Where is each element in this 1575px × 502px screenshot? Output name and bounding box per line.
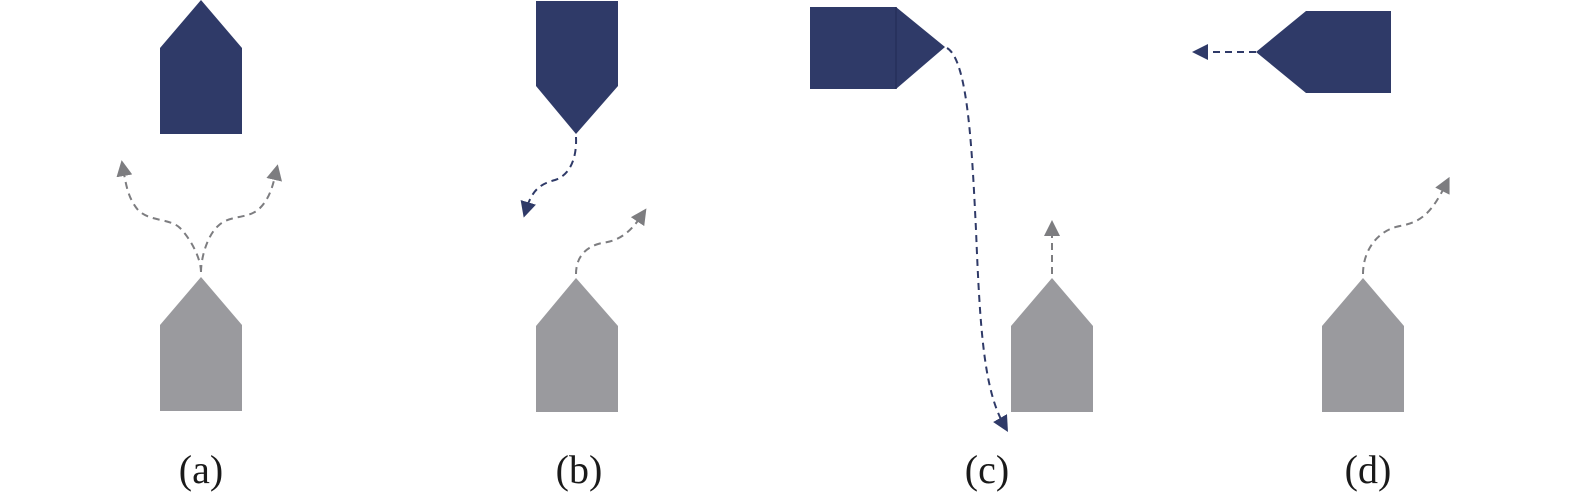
own-ship-path-d (1362, 176, 1450, 275)
own-ship-path-b (575, 208, 647, 275)
target-ship-b (536, 1, 618, 134)
panel-a: (a) (116, 0, 282, 492)
panel-b: (b) (520, 1, 647, 492)
panel-caption-d: (d) (1345, 447, 1392, 492)
panel-c: (c) (810, 7, 1093, 492)
target-ship-a (160, 0, 242, 134)
panel-caption-c: (c) (965, 447, 1009, 492)
target-ship-path-c (946, 47, 1008, 432)
target-ship-d (1256, 11, 1391, 93)
own-ship-path-left-a (116, 160, 202, 273)
panel-caption-a: (a) (179, 447, 223, 492)
own-ship-a (160, 277, 242, 411)
target-ship-path-b (520, 136, 578, 218)
target-ship-c (810, 7, 945, 89)
own-ship-c (1011, 278, 1093, 412)
own-ship-path-right-a (200, 164, 282, 273)
panel-d: (d) (1192, 11, 1450, 492)
panel-caption-b: (b) (556, 447, 603, 492)
own-ship-d (1322, 278, 1404, 412)
own-ship-b (536, 278, 618, 412)
